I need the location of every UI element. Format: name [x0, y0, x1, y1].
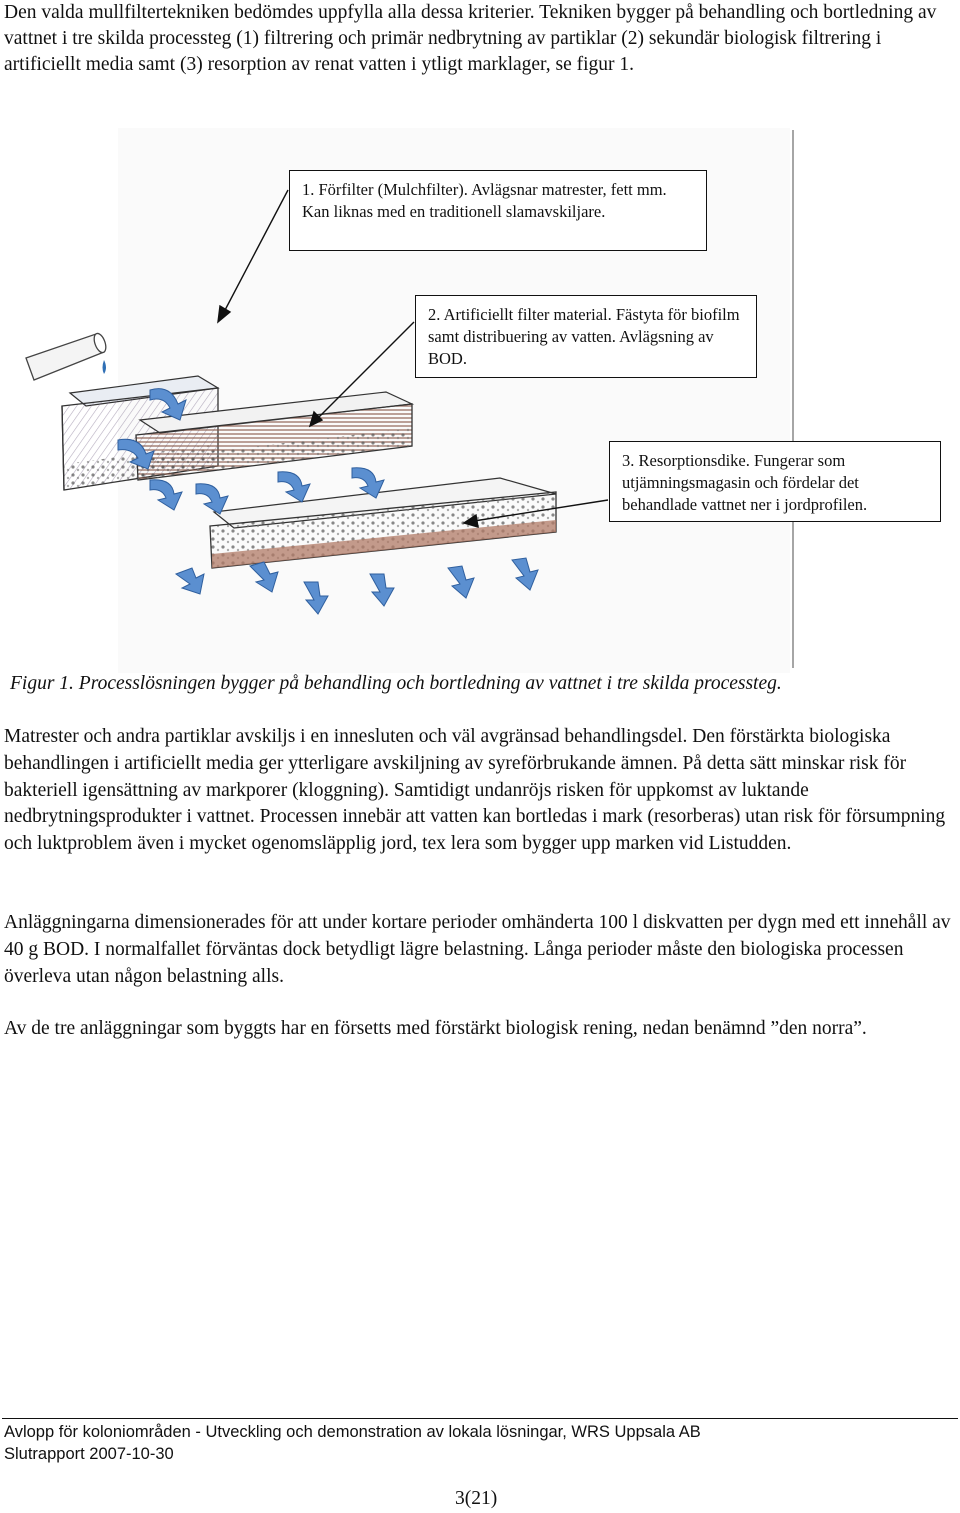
inlet-pipe-icon	[25, 332, 107, 381]
artificial-filter-layer	[135, 391, 415, 481]
footer-report-title: Avlopp för koloniområden - Utveckling oc…	[4, 1423, 701, 1441]
resorption-trench	[209, 477, 557, 569]
flow-arrow-icon	[249, 561, 279, 593]
figure-caption: Figur 1. Processlösningen bygger på beha…	[10, 673, 782, 695]
footer-divider	[2, 1418, 958, 1419]
intro-paragraph: Den valda mullfiltertekniken bedömdes up…	[4, 2, 937, 76]
flow-arrow-icon	[369, 573, 395, 607]
callout-prefilter-text: 1. Förfilter (Mulchfilter). Avlägsnar ma…	[302, 180, 667, 221]
body-paragraph: Matrester och andra partiklar avskiljs i…	[4, 726, 946, 855]
page-number: 3(21)	[455, 1488, 498, 1509]
figure-caption-label: Figur 1	[10, 673, 70, 694]
callout-leaders	[217, 189, 609, 528]
flow-arrow-icon	[117, 438, 155, 470]
flow-arrow-icon	[149, 388, 187, 421]
process-figure: 1. Förfilter (Mulchfilter). Avlägsnar ma…	[0, 128, 960, 673]
flow-arrow-icon	[277, 471, 311, 503]
flow-arrows	[117, 388, 539, 615]
body-paragraph: Av de tre anläggningar som byggts har en…	[4, 1018, 867, 1039]
footer-report-date: Slutrapport 2007-10-30	[4, 1445, 174, 1463]
callout-resorption-trench: 3. Resorptionsdike. Fungerar som utjämni…	[609, 441, 941, 522]
figure-caption-text: . Processlösningen bygger på behandling …	[69, 673, 782, 694]
flow-arrow-icon	[351, 467, 385, 499]
flow-arrow-icon	[303, 581, 329, 615]
callout-prefilter: 1. Förfilter (Mulchfilter). Avlägsnar ma…	[289, 170, 707, 251]
body-paragraph: Anläggningarna dimensionerades för att u…	[4, 912, 951, 987]
callout-resorption-trench-text: 3. Resorptionsdike. Fungerar som utjämni…	[622, 451, 868, 514]
flow-arrow-icon	[149, 479, 183, 511]
flow-arrow-icon	[447, 565, 475, 599]
callout-artificial-filter-text: 2. Artificiellt filter material. Fästyta…	[428, 305, 740, 368]
page-footer: Avlopp för koloniområden - Utveckling oc…	[4, 1421, 701, 1465]
flow-arrow-icon	[195, 483, 229, 515]
callout-artificial-filter: 2. Artificiellt filter material. Fästyta…	[415, 295, 757, 378]
flow-arrow-icon	[174, 567, 205, 595]
flow-arrow-icon	[511, 557, 539, 591]
